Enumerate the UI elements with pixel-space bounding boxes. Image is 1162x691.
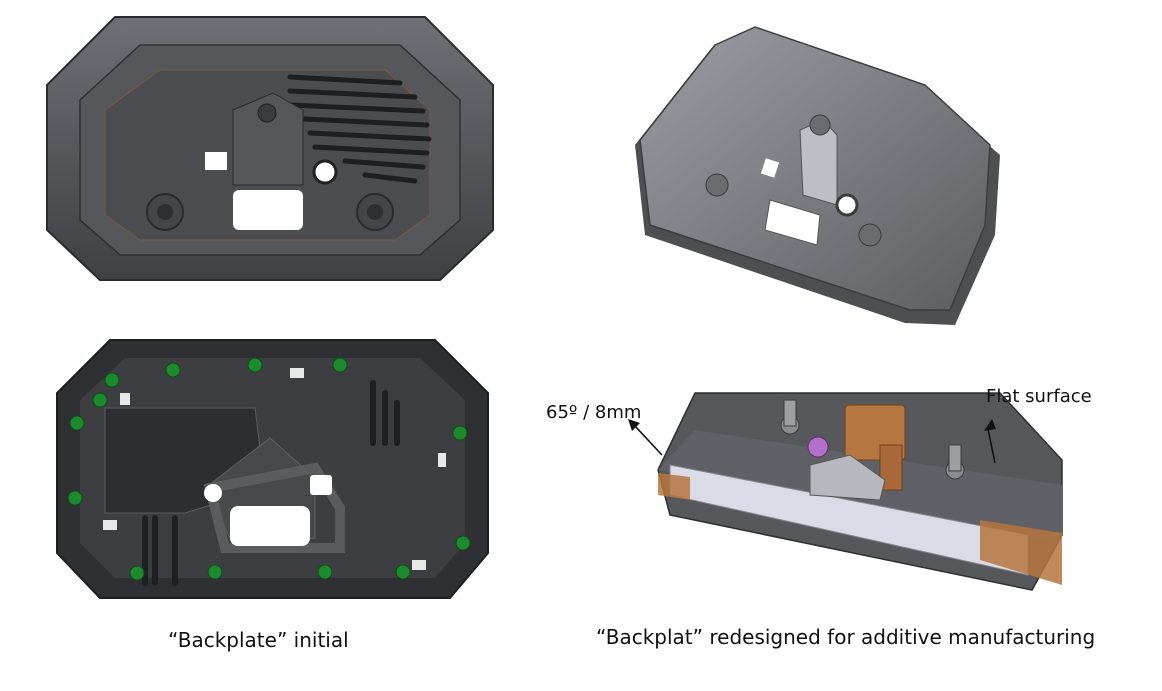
backplate-initial-exterior bbox=[45, 15, 495, 285]
angle-annotation: 65º / 8mm bbox=[546, 402, 642, 423]
caption-redesigned: “Backplat” redesigned for additive manuf… bbox=[596, 625, 1096, 649]
flat-surface-annotation: Flat surface bbox=[986, 386, 1092, 407]
backplate-redesigned-cutaway bbox=[650, 385, 1070, 595]
caption-initial: “Backplate” initial bbox=[168, 628, 349, 652]
backplate-initial-interior bbox=[55, 338, 490, 600]
backplate-redesigned-exterior bbox=[625, 25, 1005, 330]
annotation-arrows bbox=[628, 419, 996, 464]
